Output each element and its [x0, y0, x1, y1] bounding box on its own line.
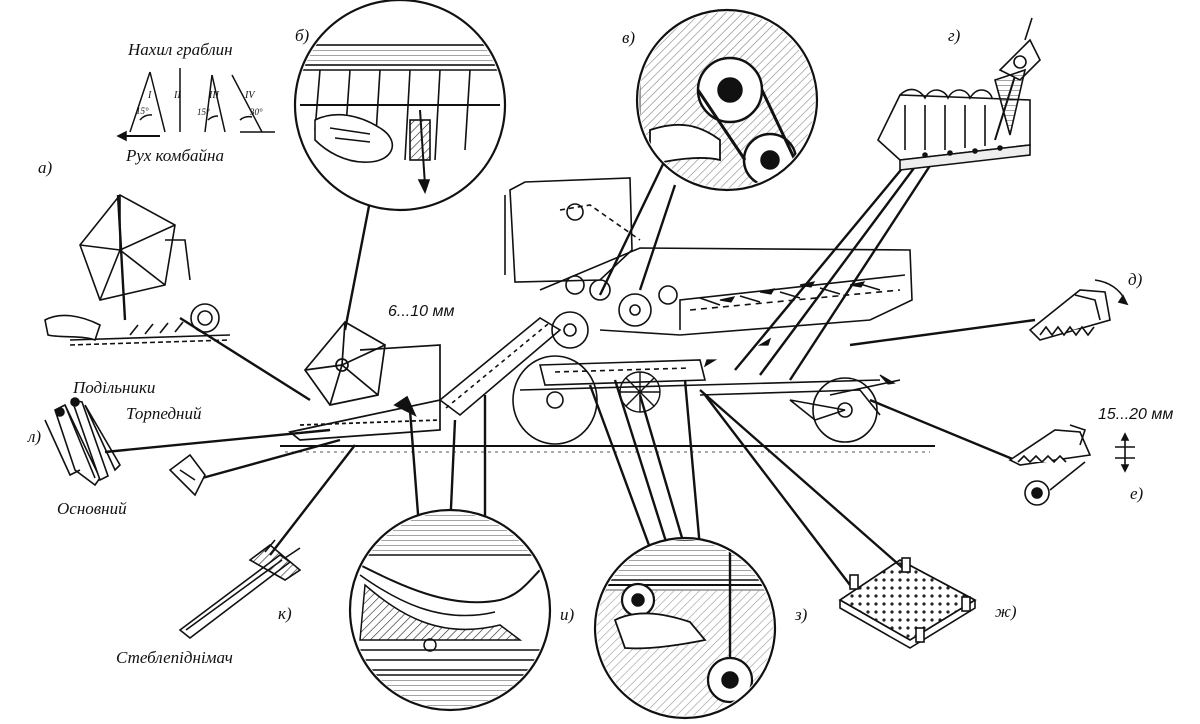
detail-g-sieve: [877, 17, 1041, 171]
marker-g: г): [948, 26, 961, 45]
detail-zh-grate: [838, 557, 977, 649]
detail-l-dividers: [44, 397, 122, 487]
detail-i-circle-left: [348, 508, 552, 712]
label-main: Основний: [57, 499, 127, 518]
marker-zh: ж): [995, 602, 1017, 621]
front-wheel: [512, 355, 598, 445]
ground-line: [280, 445, 935, 453]
rake-pos-4: IV: [244, 90, 256, 101]
rear-wheel: [789, 377, 878, 443]
marker-z: з): [795, 605, 808, 624]
rake-pos-1: I: [147, 90, 152, 101]
label-gap-top: 6...10 мм: [388, 303, 455, 320]
marker-v: в): [622, 28, 636, 47]
rake-tilt-diagram: [116, 68, 275, 142]
rake-angle-2: 15°: [197, 107, 210, 117]
marker-k: к): [278, 604, 292, 623]
rake-pos-3: III: [208, 90, 220, 101]
middle-wheel: [619, 371, 661, 413]
marker-d: д): [1128, 270, 1143, 289]
marker-i: и): [560, 605, 575, 624]
marker-b: б): [295, 26, 310, 45]
leader-lines: [104, 157, 1036, 586]
rake-angle-3: 30°: [249, 107, 263, 117]
rake-angle-1: 15°: [136, 106, 149, 116]
rake-pos-2: II: [173, 90, 181, 101]
marker-e: е): [1130, 484, 1144, 503]
main-divider-shoe: [168, 453, 206, 497]
label-gap-right: 15...20 мм: [1098, 406, 1174, 423]
detail-e-knife-gap: [1008, 424, 1135, 506]
detail-k-stalk-lifter: [178, 539, 302, 640]
marker-a: а): [38, 158, 53, 177]
label-combine-motion: Рух комбайна: [126, 146, 224, 165]
detail-d-cutter: [1028, 279, 1129, 341]
header-reel: [288, 320, 441, 441]
detail-v-circle: [635, 8, 819, 192]
detail-b-circle: [293, 0, 507, 212]
detail-a-reel: [44, 193, 231, 346]
label-torpedo: Торпедний: [126, 404, 202, 423]
label-stalk-lifter: Стеблепіднімач: [116, 648, 233, 667]
combine-body: [438, 177, 913, 417]
detail-z-circle: [593, 536, 777, 720]
label-dividers: Подільники: [73, 378, 156, 397]
label-rake-tilt: Нахил граблин: [128, 40, 233, 59]
marker-l: л): [28, 427, 42, 446]
